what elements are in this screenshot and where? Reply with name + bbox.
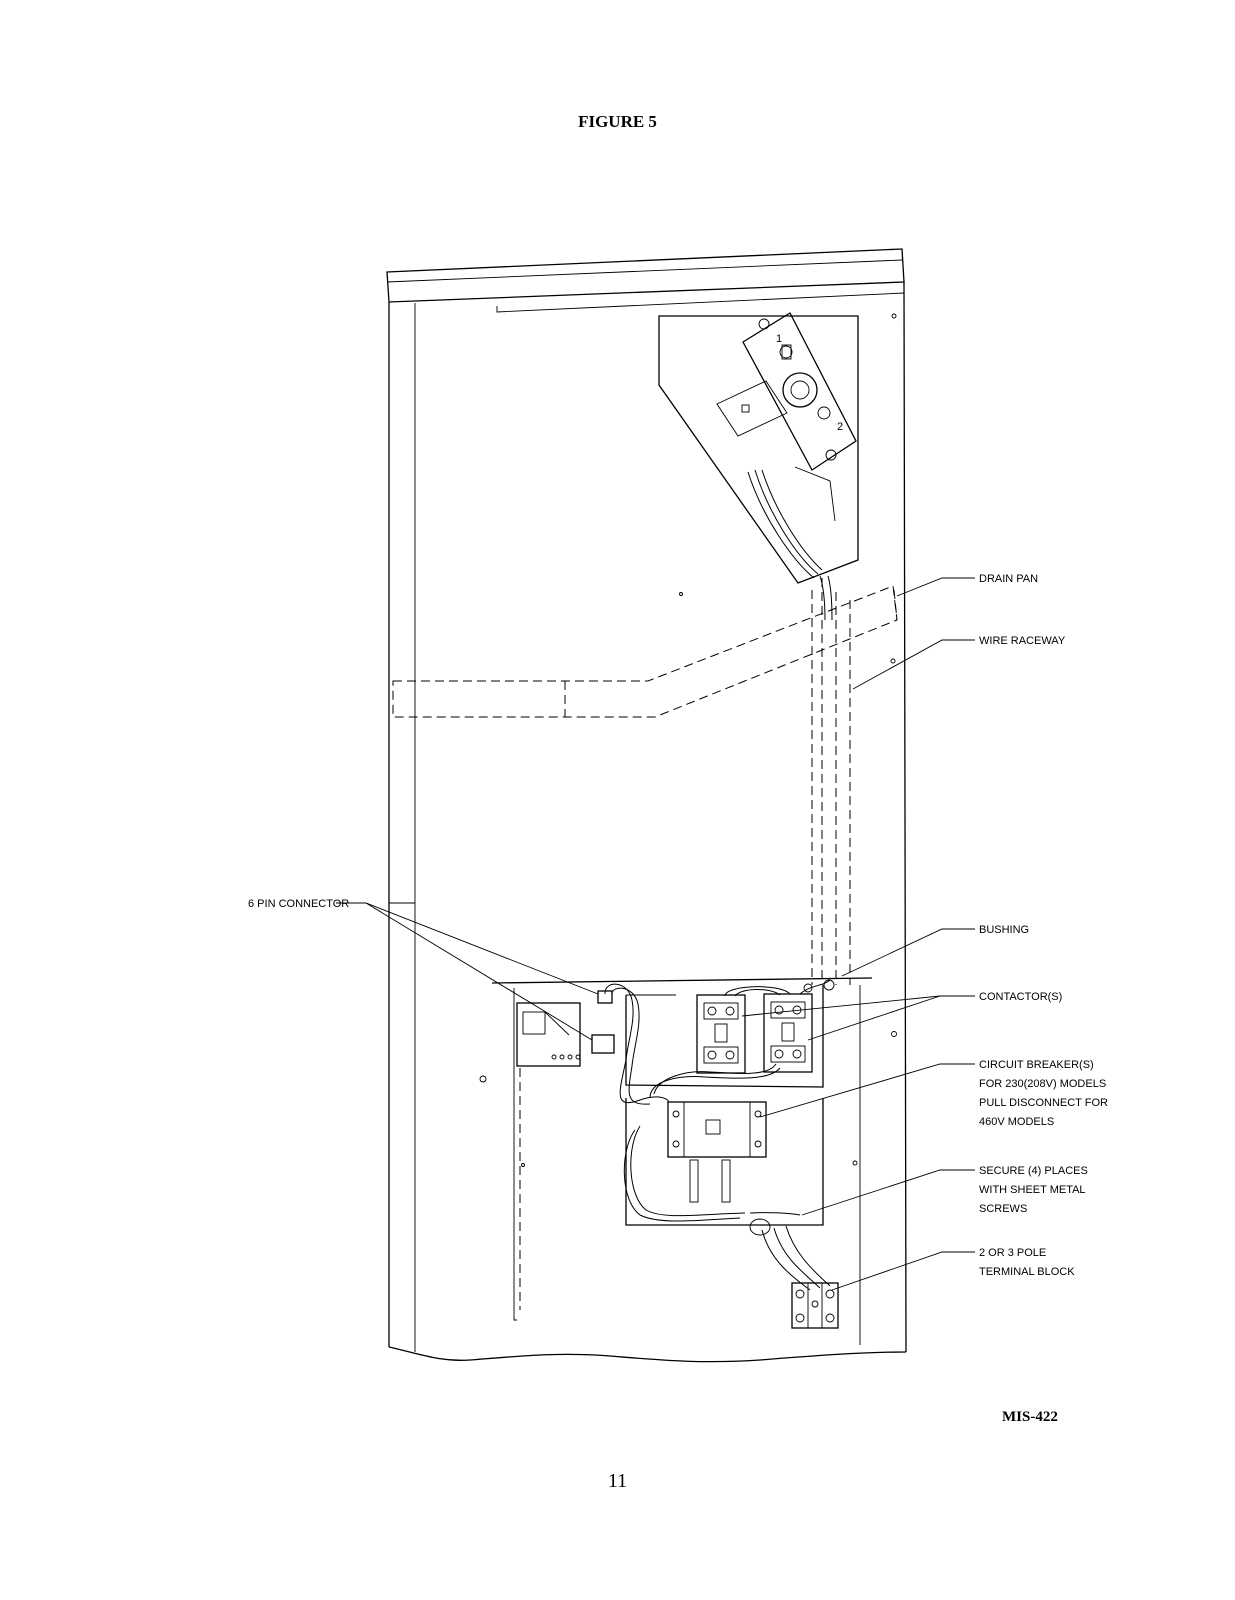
- label-circuit-breaker-line4: 460V MODELS: [979, 1116, 1054, 1128]
- contactor-left: [696, 994, 746, 1074]
- label-circuit-breaker-line3: PULL DISCONNECT FOR: [979, 1097, 1108, 1109]
- cabinet-body: [388, 281, 907, 1363]
- contactor-right: [763, 993, 813, 1073]
- document-id: MIS-422: [1002, 1409, 1058, 1425]
- label-secure-line3: SCREWS: [979, 1203, 1027, 1215]
- upper-control-panel: 1 2: [658, 312, 859, 584]
- terminal-block: [791, 1282, 839, 1329]
- figure-title: FIGURE 5: [578, 112, 657, 131]
- breaker-plate: [625, 1098, 824, 1226]
- label-drain-pan: DRAIN PAN: [979, 573, 1038, 585]
- label-circuit-breaker-line1: CIRCUIT BREAKER(S): [979, 1059, 1094, 1071]
- panel-mark-2: 2: [837, 421, 843, 433]
- wire-raceway: [811, 575, 851, 985]
- label-contactors: CONTACTOR(S): [979, 991, 1062, 1003]
- label-terminal-block-line2: TERMINAL BLOCK: [979, 1266, 1075, 1278]
- panel-mark-1: 1: [776, 333, 782, 345]
- page-number: 11: [607, 1470, 628, 1492]
- label-secure-line1: SECURE (4) PLACES: [979, 1165, 1088, 1177]
- label-terminal-block-line1: 2 OR 3 POLE: [979, 1247, 1046, 1259]
- lower-wiring: [604, 979, 835, 1291]
- label-circuit-breaker-line2: FOR 230(208V) MODELS: [979, 1078, 1106, 1090]
- label-wire-raceway: WIRE RACEWAY: [979, 635, 1066, 647]
- lower-panel: [491, 977, 873, 1345]
- cabinet-top: [386, 248, 905, 303]
- leader-lines: [336, 577, 975, 1291]
- drain-pan: [392, 585, 898, 718]
- label-6-pin-connector: 6 PIN CONNECTOR: [248, 898, 349, 910]
- label-secure-line2: WITH SHEET METAL: [979, 1184, 1086, 1196]
- label-bushing: BUSHING: [979, 924, 1029, 936]
- circuit-breaker: [667, 1101, 767, 1203]
